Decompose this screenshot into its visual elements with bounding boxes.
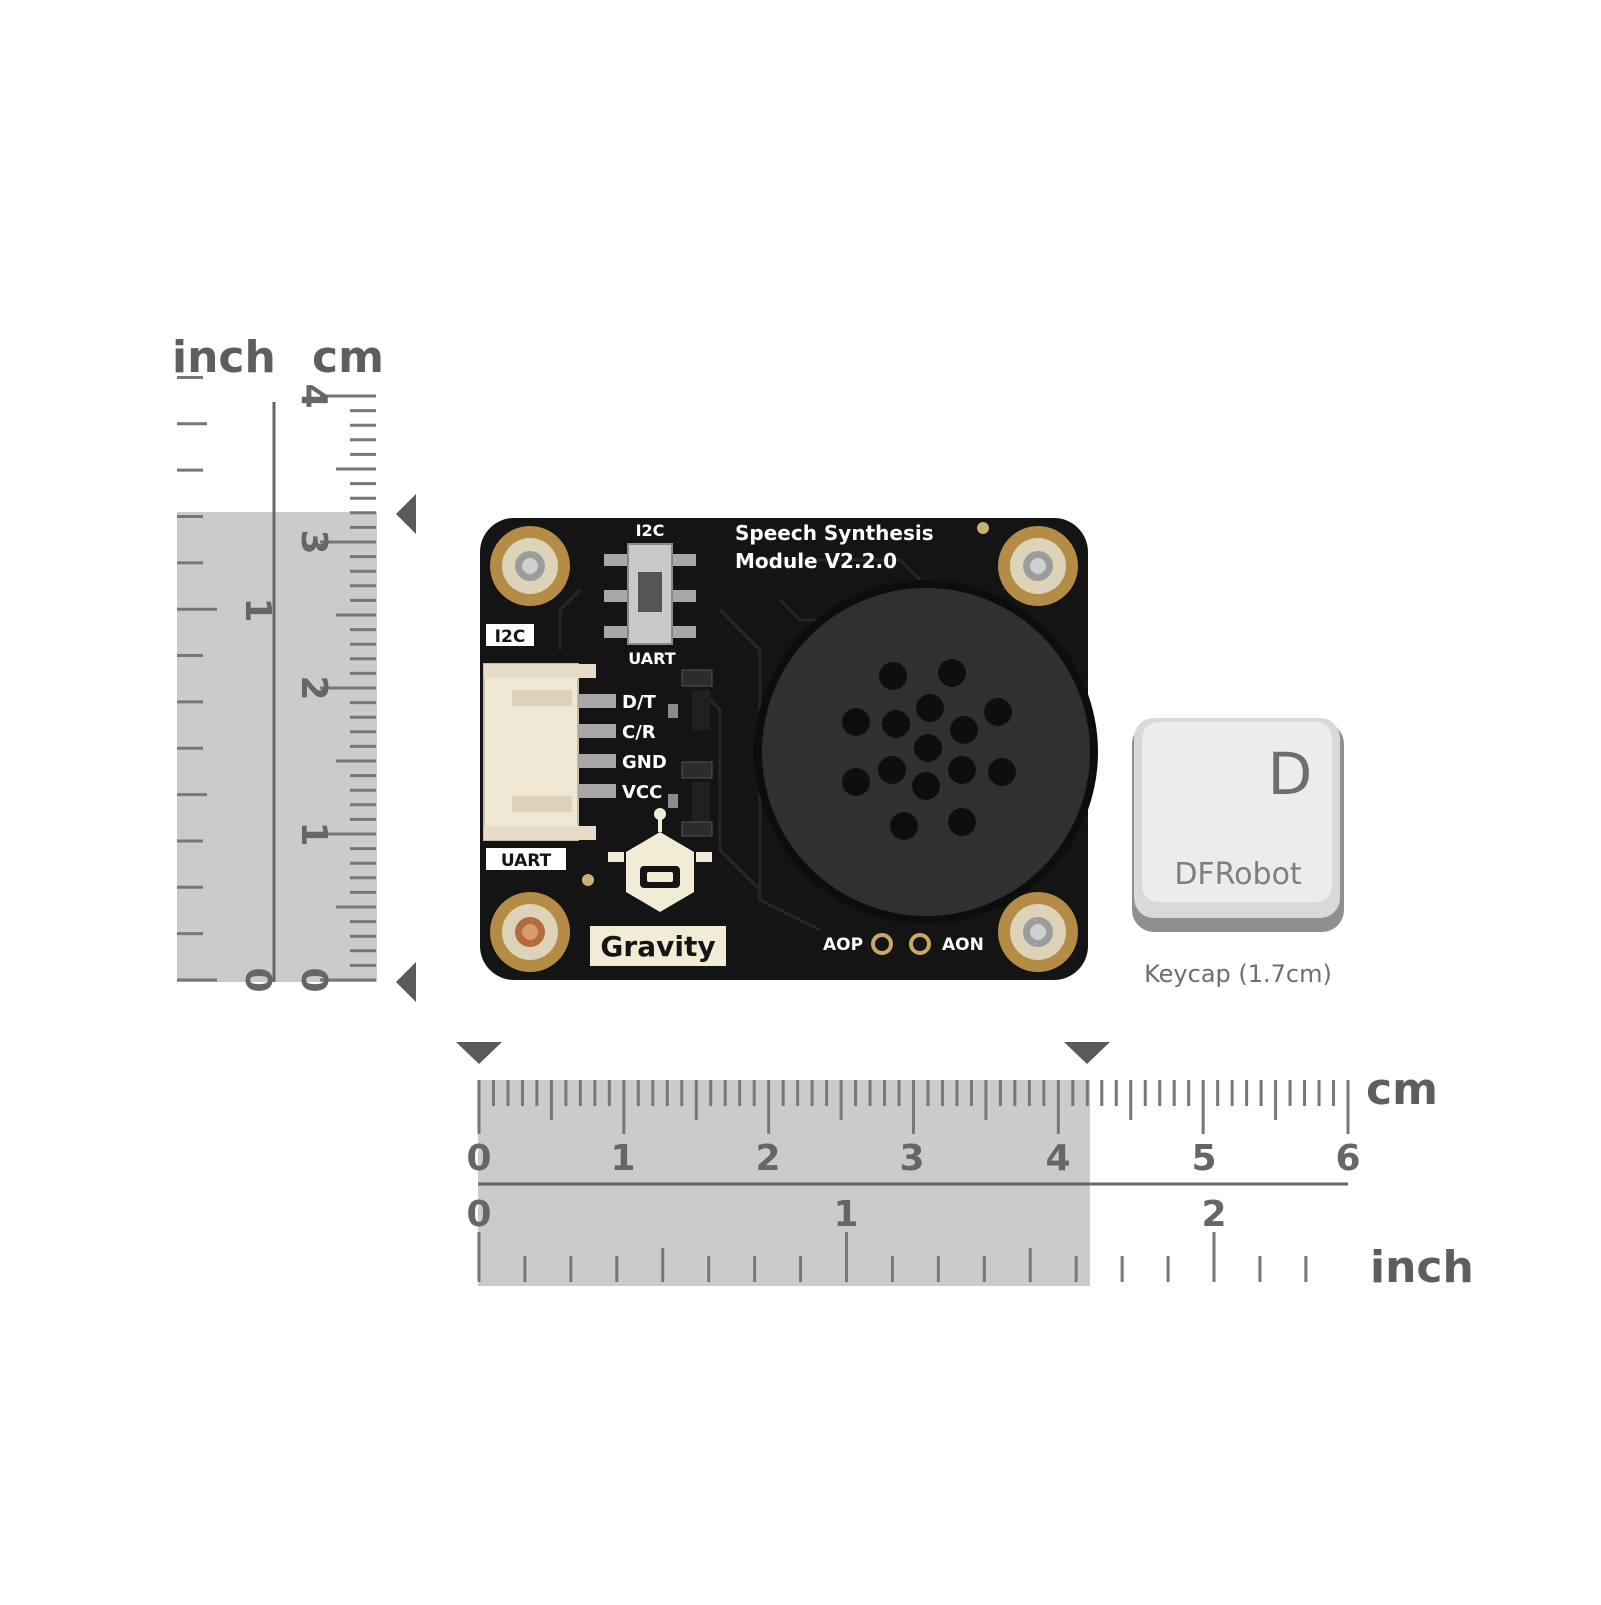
horizontal-inch-unit: inch — [1370, 1242, 1474, 1293]
vertical-cm-label: 3 — [293, 529, 334, 554]
keycap-caption: Keycap (1.7cm) — [1144, 960, 1332, 988]
pin-label: VCC — [622, 782, 662, 803]
mounting-hole — [998, 892, 1078, 972]
horizontal-ruler: 0 1 2 3 4 5 6 0 1 2 cm inch — [456, 1042, 1474, 1293]
horizontal-inch-label: 0 — [466, 1194, 491, 1235]
horizontal-cm-label: 3 — [899, 1138, 924, 1179]
dfrobot-logo-icon — [608, 808, 712, 912]
horizontal-inch-label: 1 — [833, 1194, 858, 1235]
horizontal-cm-label: 0 — [466, 1138, 491, 1179]
vertical-ruler: inch cm 4 3 2 1 0 1 0 — [172, 332, 416, 1002]
vertical-inch-unit: inch — [172, 332, 276, 383]
tag-uart: UART — [501, 851, 552, 871]
horizontal-cm-unit: cm — [1366, 1064, 1438, 1115]
horizontal-cm-label: 5 — [1191, 1138, 1216, 1179]
horizontal-cm-ticks — [477, 1080, 1350, 1134]
tag-i2c: I2C — [495, 627, 526, 647]
switch-label-uart: UART — [628, 649, 675, 668]
board-title-line1: Speech Synthesis — [735, 521, 934, 545]
gravity-connector — [483, 663, 616, 841]
horizontal-right-marker — [1064, 1042, 1110, 1064]
aon-label: AON — [942, 935, 984, 955]
vertical-cm-label: 2 — [293, 675, 334, 700]
vertical-cm-label: 1 — [293, 821, 334, 846]
vertical-bottom-marker — [396, 962, 416, 1002]
pin-label: D/T — [622, 692, 657, 713]
keycap-brand: DFRobot — [1174, 857, 1302, 892]
horizontal-cm-label: 6 — [1335, 1138, 1360, 1179]
smd-components — [668, 669, 713, 837]
horizontal-cm-label: 1 — [610, 1138, 635, 1179]
pin-label: C/R — [622, 722, 656, 743]
vertical-cm-unit: cm — [312, 332, 384, 383]
vertical-inch-ticks — [177, 375, 217, 982]
keycap-letter: D — [1268, 740, 1313, 808]
mounting-hole — [490, 892, 570, 972]
vertical-top-marker — [396, 494, 416, 534]
pin-label: GND — [622, 752, 667, 773]
horizontal-cm-label: 2 — [755, 1138, 780, 1179]
horizontal-cm-label: 4 — [1045, 1138, 1070, 1179]
vertical-ruler-shade — [177, 512, 377, 982]
aon-pad — [909, 933, 931, 955]
horizontal-inch-ticks — [477, 1232, 1308, 1282]
horizontal-inch-label: 2 — [1201, 1194, 1226, 1235]
vertical-cm-label: 0 — [293, 967, 334, 992]
switch-label-i2c: I2C — [636, 521, 665, 540]
mounting-hole — [998, 526, 1078, 606]
brand-gravity: Gravity — [600, 930, 715, 963]
vertical-cm-ticks — [320, 394, 376, 982]
mode-switch: I2C UART — [604, 521, 696, 668]
aop-label: AOP — [823, 935, 863, 955]
vertical-inch-label: 0 — [237, 967, 278, 992]
keycap: D DFRobot Keycap (1.7cm) — [1132, 718, 1344, 988]
board-title-line2: Module V2.2.0 — [735, 549, 897, 573]
speech-synthesis-board: Speech Synthesis Module V2.2.0 I2C UART … — [480, 518, 1098, 980]
aop-pad — [871, 933, 893, 955]
speaker — [754, 580, 1098, 924]
horizontal-left-marker — [456, 1042, 502, 1064]
mounting-hole — [490, 526, 570, 606]
vertical-inch-label: 1 — [237, 597, 278, 622]
vertical-cm-label: 4 — [293, 383, 334, 408]
